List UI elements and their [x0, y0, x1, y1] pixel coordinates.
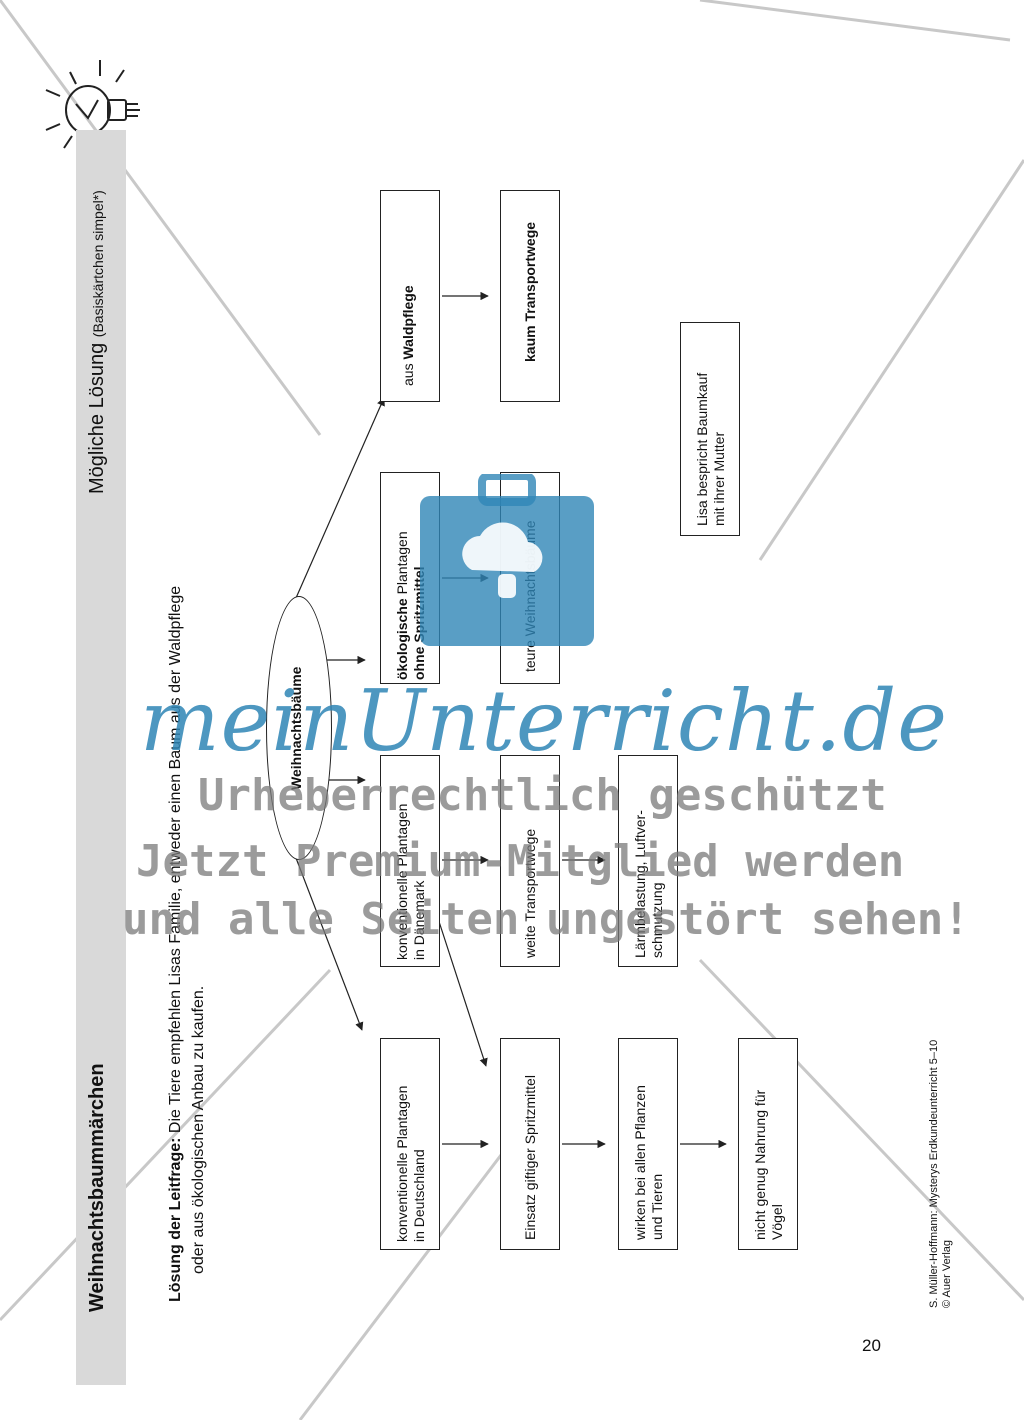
- page-title: Weihnachtsbaummärchen: [86, 1063, 108, 1312]
- box-spritzmittel: [500, 1038, 560, 1250]
- box-waldpflege: [380, 190, 440, 402]
- header-band: [76, 130, 126, 1385]
- box-lisa: [680, 322, 740, 536]
- watermark-logo: meinUnterricht.de: [140, 672, 948, 770]
- lightbulb-icon: [45, 60, 140, 149]
- box-nahrung: [738, 1038, 798, 1250]
- box-nahrung-label: nicht genug Nahrung für Vögel: [752, 1089, 785, 1240]
- page-subtitle: Mögliche Lösung (Basiskärtchen simpel*): [86, 190, 108, 494]
- watermark-line-3: und alle Seiten ungestört sehen!: [122, 894, 970, 945]
- watermark-line-1: Urheberrechtlich geschützt: [198, 770, 887, 821]
- box-weite-transport: [500, 755, 560, 967]
- box-wirken-label: wirken bei allen Pflanzen und Tieren: [632, 1085, 665, 1240]
- box-kaum-transport-label: kaum Transportwege: [522, 221, 538, 362]
- box-waldpflege-label: aus Waldpflege: [400, 285, 416, 386]
- watermark-line-2: Jetzt Premium-Mitglied werden: [136, 836, 905, 887]
- page-number: 20: [862, 1336, 881, 1355]
- center-ellipse: [266, 596, 332, 860]
- briefcase-cloud-icon: [420, 474, 594, 646]
- box-spritzmittel-label: Einsatz giftiger Spritzmittel: [522, 1075, 538, 1240]
- box-kaum-transport: [500, 190, 560, 402]
- box-konv-daenemark: [380, 755, 440, 967]
- box-konv-deutschland-label: konventionelle Plantagen in Deutschland: [394, 1085, 427, 1242]
- box-lisa-label: Lisa bespricht Baumkauf mit ihrer Mutter: [694, 372, 727, 526]
- credit-text: S. Müller-Hoffmann: Mysterys Erdkundeunt…: [928, 1039, 953, 1308]
- box-konv-deutschland: [380, 1038, 440, 1250]
- box-wirken: [618, 1038, 678, 1250]
- box-laerm: [618, 755, 678, 967]
